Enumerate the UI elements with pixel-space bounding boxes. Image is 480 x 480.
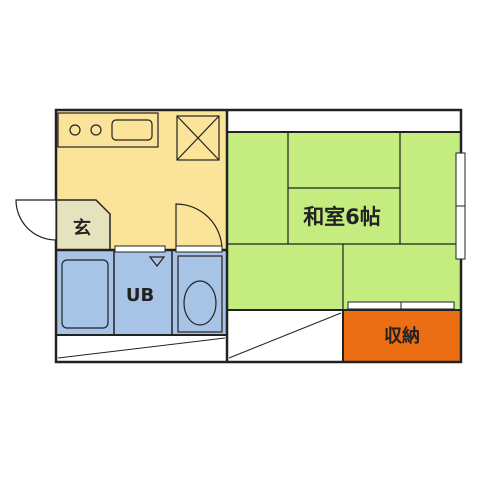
stove-icon <box>69 124 102 136</box>
washitsu-label: 和室6帖 <box>303 205 381 229</box>
bath-door <box>175 203 223 251</box>
tatami-lines <box>227 132 461 309</box>
balcony-top <box>227 110 461 132</box>
entrance-door <box>15 199 57 241</box>
genkan-area <box>56 200 110 250</box>
bathtub-icon <box>61 259 109 329</box>
genkan-label: 玄 <box>73 217 91 239</box>
window-right <box>455 152 466 260</box>
balcony-lines <box>57 312 342 359</box>
washitsu-room <box>227 132 461 310</box>
bath-room <box>56 250 227 335</box>
toilet-icon <box>177 255 223 333</box>
basin-icon <box>148 256 166 267</box>
shuno-closet <box>343 309 461 362</box>
refrigerator-space-icon <box>176 115 220 161</box>
sink-icon <box>111 119 153 141</box>
bath-label: UB <box>126 285 154 306</box>
shuno-doors <box>347 301 455 310</box>
shuno-label: 収納 <box>384 325 420 347</box>
bath-partitions <box>114 245 223 253</box>
kitchen-counter <box>57 112 159 148</box>
